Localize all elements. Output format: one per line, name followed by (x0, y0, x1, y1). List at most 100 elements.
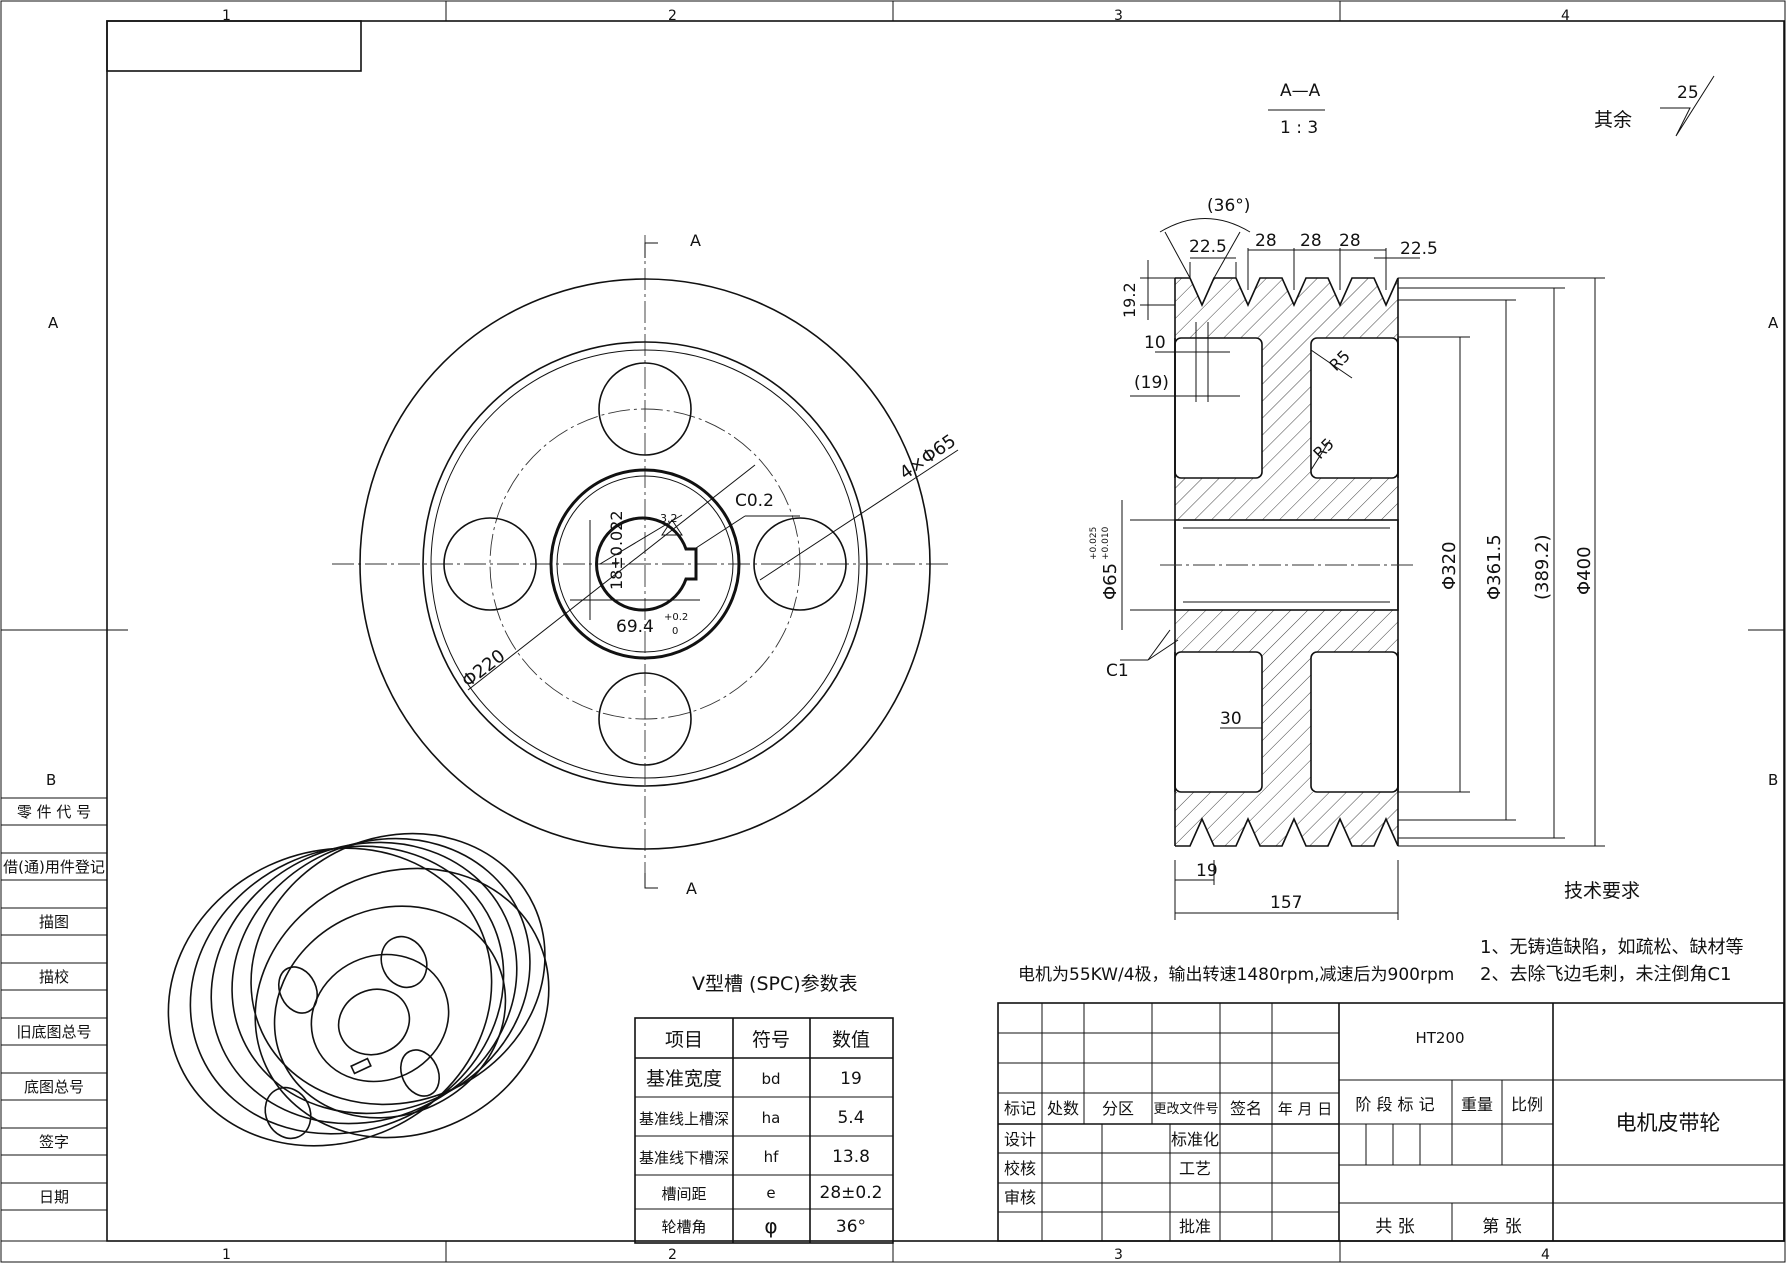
dim-r5-lower: R5 (1309, 434, 1337, 462)
vgroove-cell: hf (764, 1148, 780, 1166)
dim-first-groove: 22.5 (1189, 237, 1227, 257)
dim-pitch-3: 28 (1339, 231, 1361, 251)
hub-inner-circle (556, 475, 734, 653)
sheets-total-label: 共 张 (1375, 1217, 1414, 1237)
lower-right-recess (1310, 651, 1399, 793)
dim-pitch-2: 28 (1300, 231, 1322, 251)
outer-rim-circle (359, 278, 931, 850)
vgroove-cell: 槽间距 (661, 1185, 706, 1203)
sign-label-design: 设计 (1004, 1130, 1036, 1149)
vgroove-cell: 36° (836, 1217, 866, 1237)
zone-col-2-top: 2 (668, 8, 677, 24)
rev-header-mark: 标记 (1004, 1099, 1036, 1118)
dim-angle-36: (36°) (1207, 196, 1250, 216)
std-label-standardization: 标准化 (1171, 1130, 1219, 1149)
roughness-symbol-key (661, 519, 683, 536)
dim-bore-tol-high: +0.025 (1089, 527, 1099, 560)
zone-col-2-bottom: 2 (668, 1247, 677, 1263)
dim-holes-4x65: 4×Φ65 (896, 430, 960, 484)
sign-label-review: 审核 (1004, 1188, 1036, 1207)
dim-pitch-220: Φ220 (458, 646, 509, 692)
dim-bottom-19: 19 (1196, 861, 1218, 881)
vgroove-cell: 13.8 (832, 1147, 870, 1167)
tech-req-title: 技术要求 (1564, 880, 1640, 902)
side-field-master-no: 底图总号 (24, 1078, 84, 1096)
rev-header-count: 处数 (1047, 1099, 1079, 1118)
zone-col-1-bottom: 1 (222, 1247, 231, 1263)
std-label-process: 工艺 (1179, 1159, 1211, 1178)
sheet-no-label: 第 张 (1482, 1217, 1521, 1237)
dim-keyway-tol-low: 0 (672, 626, 678, 637)
dim-chamfer-c1: C1 (1106, 661, 1129, 681)
side-field-borrow-register: 借(通)用件登记 (3, 858, 105, 876)
vgroove-cell: φ (764, 1214, 777, 1238)
holes-dim-leader (759, 449, 959, 581)
side-field-old-master-no: 旧底图总号 (16, 1023, 91, 1041)
vgroove-cell: 基准宽度 (646, 1068, 722, 1090)
section-mark-bottom-arrow (644, 873, 658, 889)
section-mark-bottom: A (686, 879, 697, 898)
rev-header-signature: 签名 (1230, 1099, 1262, 1118)
vgroove-header-item: 项目 (665, 1029, 703, 1051)
hub-circle (549, 468, 741, 660)
zone-row-a-right: A (1768, 314, 1779, 332)
rev-header-date: 年 月 日 (1278, 1100, 1333, 1118)
corner-box (106, 20, 362, 72)
vgroove-cell: e (766, 1184, 775, 1202)
front-view (332, 235, 959, 889)
section-mark-top-arrow (644, 242, 658, 258)
zone-col-4-top: 4 (1561, 8, 1570, 24)
vgroove-cell: 基准线下槽深 (639, 1149, 729, 1167)
vgroove-cell: 19 (840, 1069, 862, 1089)
dim-d400: Φ400 (1574, 546, 1595, 595)
section-title: A—A (1280, 81, 1321, 101)
dim-arc-36 (1159, 218, 1251, 233)
dim-d320: Φ320 (1439, 541, 1460, 590)
dim-keyway-depth: 69.4 (616, 617, 654, 637)
rev-header-zone: 分区 (1102, 1099, 1134, 1118)
dim-width-157: 157 (1270, 893, 1302, 913)
vgroove-cell: bd (761, 1070, 780, 1088)
dim-keyway-width: 18±0.022 (607, 510, 626, 590)
pitch-circle-220 (489, 408, 801, 720)
vgroove-cell: 28±0.2 (820, 1183, 883, 1203)
dim-web-30: 30 (1220, 709, 1242, 729)
lower-groove-profile (1175, 817, 1399, 847)
zone-col-3-bottom: 3 (1114, 1247, 1123, 1263)
upper-hub-hatch (1175, 478, 1398, 520)
vgroove-table-grid (634, 1017, 894, 1244)
dim-web-10: 10 (1144, 333, 1166, 353)
lightening-hole-left (443, 517, 537, 611)
rim-inner-circle-2 (430, 349, 860, 779)
lower-hub-hatch (1175, 610, 1398, 652)
dim-chamfer-c02: C0.2 (735, 491, 774, 511)
side-field-signature: 签字 (39, 1133, 69, 1151)
vgroove-cell: ha (762, 1109, 781, 1127)
zone-col-4-bottom: 4 (1541, 1247, 1550, 1263)
stage-label: 阶 段 标 记 (1355, 1095, 1434, 1114)
dim-groove-depth: 19.2 (1120, 282, 1139, 318)
std-label-approve: 批准 (1179, 1217, 1211, 1236)
dim-d389: (389.2) (1532, 534, 1553, 600)
zone-col-1-top: 1 (222, 8, 231, 24)
roughness-symbol (1660, 75, 1715, 137)
side-field-date: 日期 (39, 1188, 69, 1206)
dim-last-groove: 22.5 (1400, 239, 1438, 259)
dim-keyway-tol-high: +0.2 (664, 612, 688, 623)
side-fields-table (0, 797, 108, 1242)
dim-pitch-1: 28 (1255, 231, 1277, 251)
dim-bore-65: Φ65 (1100, 563, 1121, 600)
tech-req-item-2: 2、去除飞边毛刺，未注倒角C1 (1480, 964, 1731, 985)
weight-label: 重量 (1461, 1095, 1493, 1114)
vgroove-header-value: 数值 (832, 1029, 870, 1051)
title-block-grid (997, 1002, 1785, 1242)
section-view (1120, 218, 1605, 920)
zone-row-b-right: B (1768, 771, 1778, 789)
tech-req-item-1: 1、无铸造缺陷，如疏松、缺材等 (1480, 937, 1743, 958)
lightening-hole-top (598, 362, 692, 456)
rev-header-doc-no: 更改文件号 (1153, 1102, 1218, 1117)
zone-col-3-top: 3 (1114, 8, 1123, 24)
roughness-label: 其余 (1594, 109, 1632, 131)
